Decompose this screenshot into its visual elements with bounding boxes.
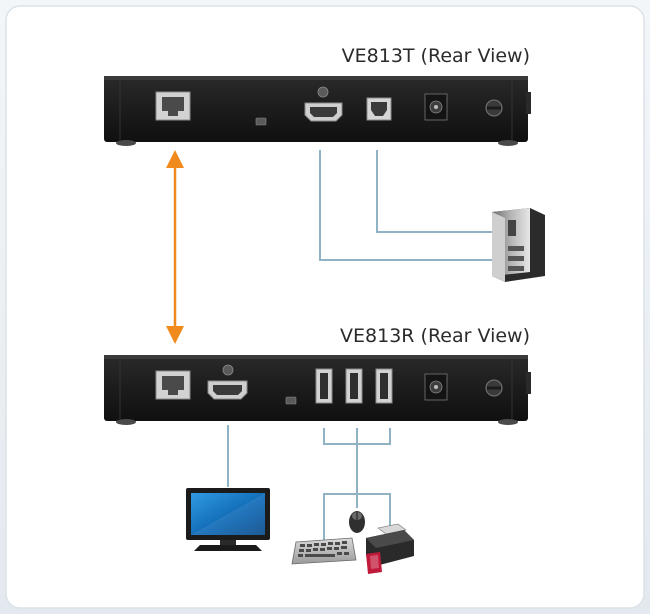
rj45-port-icon bbox=[155, 91, 191, 121]
usb-a-port-icon bbox=[345, 368, 363, 404]
led-icon bbox=[255, 117, 267, 126]
diagram-card bbox=[5, 5, 645, 609]
hdmi-port-icon bbox=[207, 364, 248, 400]
led-icon bbox=[285, 396, 297, 405]
usb-b-port-icon bbox=[366, 97, 392, 121]
usb-cable bbox=[376, 150, 492, 233]
link-arrow bbox=[166, 150, 184, 344]
computer-tower-icon bbox=[492, 208, 545, 282]
hdmi-cable bbox=[319, 150, 492, 261]
hdmi-port-icon bbox=[304, 86, 343, 122]
keyboard-icon bbox=[291, 537, 357, 565]
transmitter-title: VE813T (Rear View) bbox=[342, 45, 530, 67]
usb-a-port-icon bbox=[375, 368, 393, 404]
mouse-icon bbox=[349, 511, 365, 533]
receiver-group: VE813R (Rear View) bbox=[104, 325, 531, 425]
receiver-cables bbox=[227, 425, 391, 540]
power-jack-icon bbox=[424, 373, 448, 401]
monitor-icon bbox=[186, 488, 270, 551]
transmitter-cables bbox=[319, 150, 492, 261]
transmitter-group: VE813T (Rear View) bbox=[104, 45, 531, 146]
printer-icon bbox=[366, 523, 414, 574]
rj45-port-icon bbox=[155, 370, 191, 400]
screw-icon bbox=[485, 99, 503, 117]
power-jack-icon bbox=[424, 93, 448, 121]
screw-icon bbox=[485, 379, 503, 397]
receiver-title: VE813R (Rear View) bbox=[340, 325, 530, 347]
usb-a-port-icon bbox=[315, 368, 333, 404]
